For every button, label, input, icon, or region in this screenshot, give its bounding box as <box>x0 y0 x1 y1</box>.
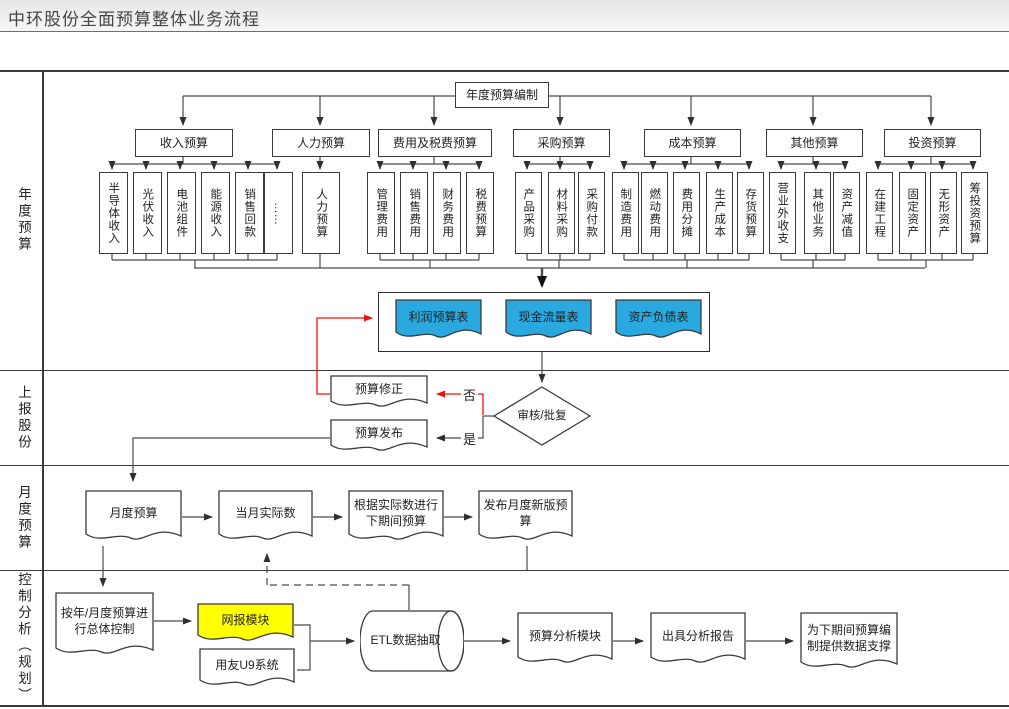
decision-label: 审核/批复 <box>517 409 567 422</box>
lane-border-2 <box>0 465 1009 467</box>
decision-yes-label: 是 <box>461 429 479 448</box>
current-month-actuals-doc-label: 当月实际数 <box>235 506 296 521</box>
budget-item-box: 管理费用 <box>367 172 395 254</box>
review-approval-decision: 审核/批复 <box>492 386 592 446</box>
category-box-hr-budget: 人力预算 <box>272 129 370 157</box>
lane-border-bottom <box>0 705 1009 707</box>
publish-new-monthly-budget-doc-label: 发布月度新版预算 <box>483 498 568 528</box>
budget-item-box: 半导体收入 <box>98 172 128 254</box>
budget-revision-doc: 预算修正 <box>330 375 428 413</box>
profit-budget-table-label: 利润预算表 <box>408 309 469 324</box>
monthly-budget-doc-label: 月度预算 <box>109 506 158 521</box>
next-period-budget-doc-label: 根据实际数进行下期间预算 <box>353 498 438 528</box>
balance-sheet-label: 资产负债表 <box>628 309 689 324</box>
data-support-doc-label: 为下期间预算编制提供数据支撑 <box>806 623 891 653</box>
budget-item-box: 无形资产 <box>929 172 957 254</box>
ufida-u9-system-doc: 用友U9系统 <box>199 648 295 692</box>
current-month-actuals-doc: 当月实际数 <box>218 490 313 546</box>
budget-item-box: 销售回款 <box>234 172 264 254</box>
budget-revision-doc-label: 预算修正 <box>354 382 403 397</box>
budget-item-box: 筹投资预算 <box>960 172 988 254</box>
lane-border-top <box>0 70 1009 72</box>
budget-item-box: 在建工程 <box>865 172 893 254</box>
lane-border-1 <box>0 370 1009 372</box>
profit-budget-table: 利润预算表 <box>395 299 482 344</box>
publish-new-monthly-budget-doc: 发布月度新版预算 <box>478 490 573 546</box>
cash-flow-statement-label: 现金流量表 <box>518 309 579 324</box>
budget-item-box: 税费预算 <box>466 172 494 254</box>
budget-item-box: 费用分摊 <box>672 172 700 254</box>
budget-item-box: 材料采购 <box>547 172 575 254</box>
web-report-module-doc-label: 网报模块 <box>221 613 270 628</box>
lane-border-3 <box>0 570 1009 572</box>
lane-label-annual-budget: 年度预算 <box>16 187 31 253</box>
lane-label-divider <box>42 70 44 706</box>
etl-extraction-label: ETL数据抽取 <box>370 633 441 648</box>
page-title: 中环股份全面预算整体业务流程 <box>8 10 260 29</box>
annual-budget-root-box: 年度预算编制 <box>455 82 549 108</box>
category-box-revenue-budget: 收入预算 <box>135 129 233 157</box>
balance-sheet: 资产负债表 <box>615 299 702 344</box>
budget-item-box: 电池组件 <box>166 172 196 254</box>
budget-release-doc: 预算发布 <box>330 419 428 457</box>
etl-extraction-cylinder: ETL数据抽取 <box>360 610 464 672</box>
budget-item-box: 采购付款 <box>577 172 605 254</box>
budget-item-box: 燃动费用 <box>640 172 668 254</box>
budget-item-box: 销售费用 <box>400 172 428 254</box>
category-box-investment-budget: 投资预算 <box>884 129 981 157</box>
analysis-report-doc-label: 出具分析报告 <box>661 628 734 643</box>
lane-label-report-shares: 上报股份 <box>16 384 31 451</box>
lane-label-control-analysis: 控制分析（规划） <box>16 572 31 704</box>
data-support-doc: 为下期间预算编制提供数据支撑 <box>800 612 898 674</box>
category-box-cost-budget: 成本预算 <box>644 129 741 157</box>
category-box-procurement-budget: 采购预算 <box>513 129 610 157</box>
budget-item-box: 产品采购 <box>514 172 542 254</box>
budget-analysis-module-doc: 预算分析模块 <box>517 612 613 669</box>
budget-analysis-module-doc-label: 预算分析模块 <box>528 628 601 643</box>
decision-no-label: 否 <box>461 385 479 404</box>
budget-item-box: 人力预算 <box>302 172 340 254</box>
budget-item-box: 能源收入 <box>200 172 230 254</box>
web-report-module-doc: 网报模块 <box>197 603 294 647</box>
budget-item-box: 生产成本 <box>705 172 733 254</box>
category-box-other-budget: 其他预算 <box>766 129 863 157</box>
budget-item-box: 资产减值 <box>832 172 860 254</box>
budget-item-box: 财务费用 <box>433 172 461 254</box>
budget-item-box: 其他业务 <box>803 172 831 254</box>
overall-control-doc: 按年/月度预算进行总体控制 <box>55 592 154 660</box>
monthly-budget-doc: 月度预算 <box>85 490 182 546</box>
cash-flow-statement: 现金流量表 <box>505 299 592 344</box>
budget-item-box: 光伏收入 <box>132 172 162 254</box>
budget-item-box: …… <box>263 172 293 254</box>
budget-item-box: 固定资产 <box>898 172 926 254</box>
analysis-report-doc: 出具分析报告 <box>650 612 746 669</box>
lane-label-monthly-budget: 月度预算 <box>16 484 31 551</box>
budget-release-doc-label: 预算发布 <box>354 426 403 441</box>
overall-control-doc-label: 按年/月度预算进行总体控制 <box>60 606 149 636</box>
category-box-expense-tax-budget: 费用及税费预算 <box>378 129 492 157</box>
title-underline <box>0 31 1009 32</box>
ufida-u9-system-doc-label: 用友U9系统 <box>215 658 279 673</box>
budget-item-box: 制造费用 <box>611 172 639 254</box>
next-period-budget-doc: 根据实际数进行下期间预算 <box>348 490 444 546</box>
budget-item-box: 营业外收支 <box>768 172 796 254</box>
budget-item-box: 存货预算 <box>736 172 764 254</box>
